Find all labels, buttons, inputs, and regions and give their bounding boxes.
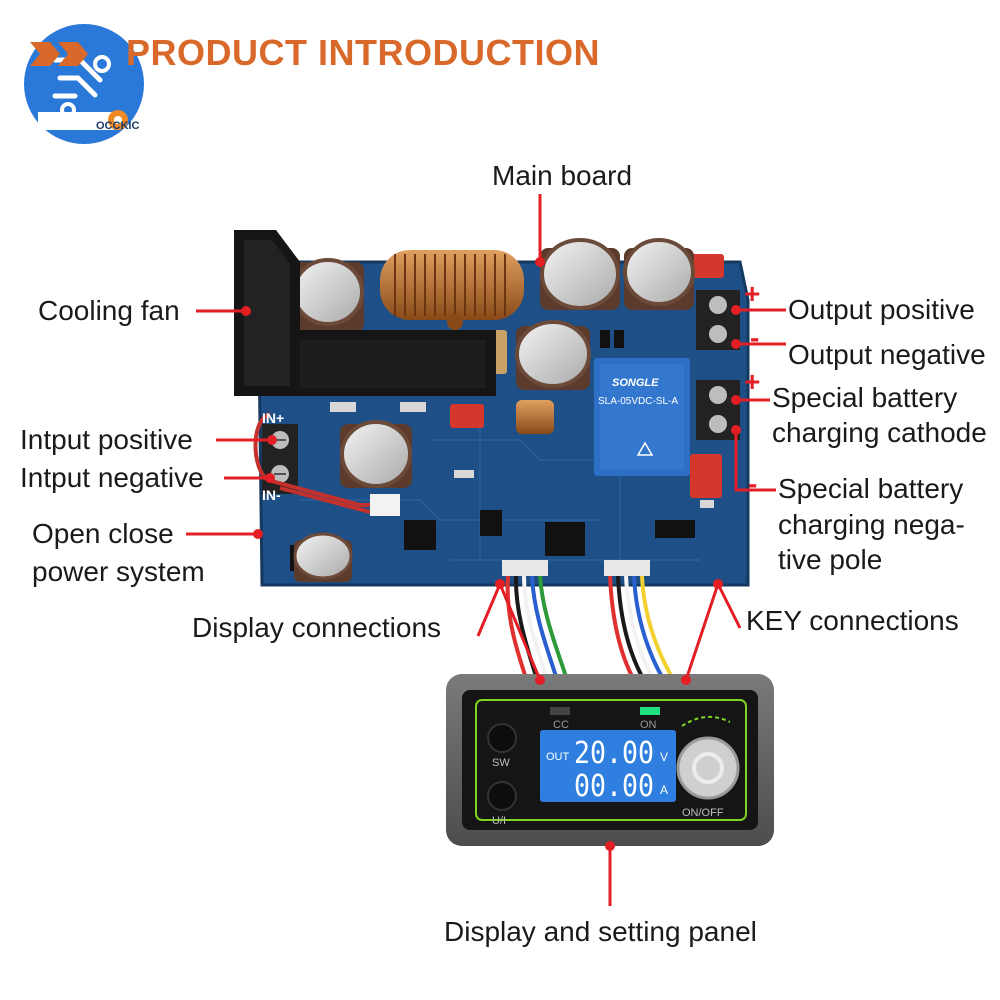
onoff-knob-label: ON/OFF (682, 807, 724, 819)
relay (594, 358, 690, 476)
relay-model: SLA-05VDC-SL-A (598, 396, 678, 407)
sign-battery-plus: + (744, 366, 761, 397)
label-battery-negative-line1: Special battery (778, 473, 964, 504)
cooling-fan (234, 230, 496, 396)
in-minus-label: IN- (262, 487, 281, 503)
lcd-out-label: OUT (546, 751, 570, 763)
sign-output-minus: - (750, 322, 760, 353)
sw-button-label: SW (492, 757, 510, 769)
label-battery-cathode-line1: Special battery (772, 382, 958, 413)
label-battery-negative-line3: tive pole (778, 544, 883, 575)
in-plus-label: IN+ (262, 410, 284, 426)
lcd-current: 00.00 (574, 769, 654, 804)
label-output-negative: Output negative (788, 339, 986, 370)
toroid-inductor (380, 250, 524, 330)
page-title: PRODUCT INTRODUCTION (126, 32, 600, 73)
output-terminals (696, 290, 740, 440)
label-display-panel: Display and setting panel (444, 916, 757, 947)
line-key-connections (684, 580, 742, 681)
cc-indicator-label: CC (553, 719, 569, 731)
sign-battery-minus: - (748, 468, 758, 499)
relay-brand: SONGLE (612, 377, 659, 389)
lcd-voltage-unit: V (660, 750, 668, 764)
lcd-current-unit: A (660, 783, 668, 797)
label-main-board: Main board (492, 160, 633, 191)
title-chevrons (30, 42, 88, 66)
capacitors (292, 238, 695, 582)
label-input-positive: Intput positive (20, 424, 193, 455)
label-open-close-line2: power system (32, 556, 205, 587)
label-battery-negative-line2: charging nega- (778, 509, 965, 540)
label-open-close-line1: Open close (32, 518, 174, 549)
label-display-connections: Display connections (192, 612, 442, 643)
logo-text: OCCKIC (96, 120, 139, 132)
label-cooling-fan: Cooling fan (38, 295, 180, 326)
line-battery-negative (734, 430, 776, 492)
callout-dots (241, 257, 741, 851)
lcd-voltage: 20.00 (574, 736, 654, 771)
on-indicator-label: ON (640, 719, 657, 731)
label-input-negative: Intput negative (20, 462, 204, 493)
sign-output-plus: + (744, 278, 761, 309)
ui-button-label: U/I (492, 815, 506, 827)
label-output-positive: Output positive (788, 294, 975, 325)
display-panel (446, 674, 774, 846)
label-battery-cathode-line2: charging cathode (772, 417, 987, 448)
label-key-connections: KEY connections (746, 605, 959, 636)
